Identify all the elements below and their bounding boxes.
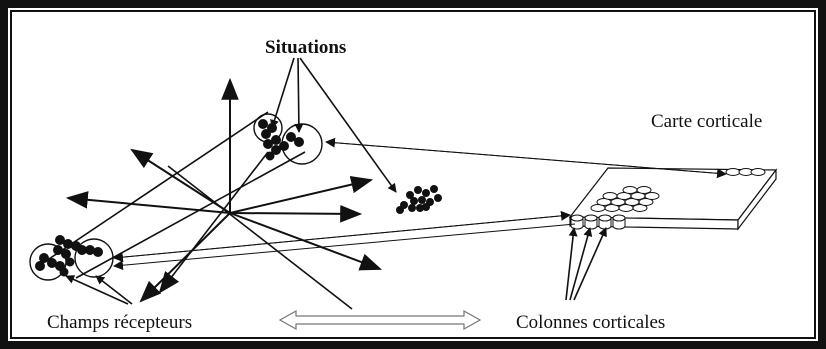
situation-cluster-top xyxy=(253,113,323,165)
cortical-columns-top-right xyxy=(725,168,766,176)
colonnes-pointers xyxy=(565,227,607,301)
label-situations: Situations xyxy=(265,37,347,58)
bidirectional-hollow-arrow xyxy=(278,309,482,331)
situations-pointers xyxy=(270,57,397,193)
cortical-columns-front xyxy=(570,214,626,230)
vector-space-axes xyxy=(65,77,383,303)
cortical-columns-grid xyxy=(590,186,660,212)
situation-cluster-right xyxy=(396,185,442,214)
label-carte-corticale: Carte corticale xyxy=(651,111,763,132)
label-colonnes-corticales: Colonnes corticales xyxy=(516,312,666,333)
mapping-arrows xyxy=(113,137,727,271)
champs-pointers xyxy=(65,275,133,305)
situation-cluster-left xyxy=(29,235,114,281)
label-champs-recepteurs: Champs récepteurs xyxy=(47,312,193,333)
